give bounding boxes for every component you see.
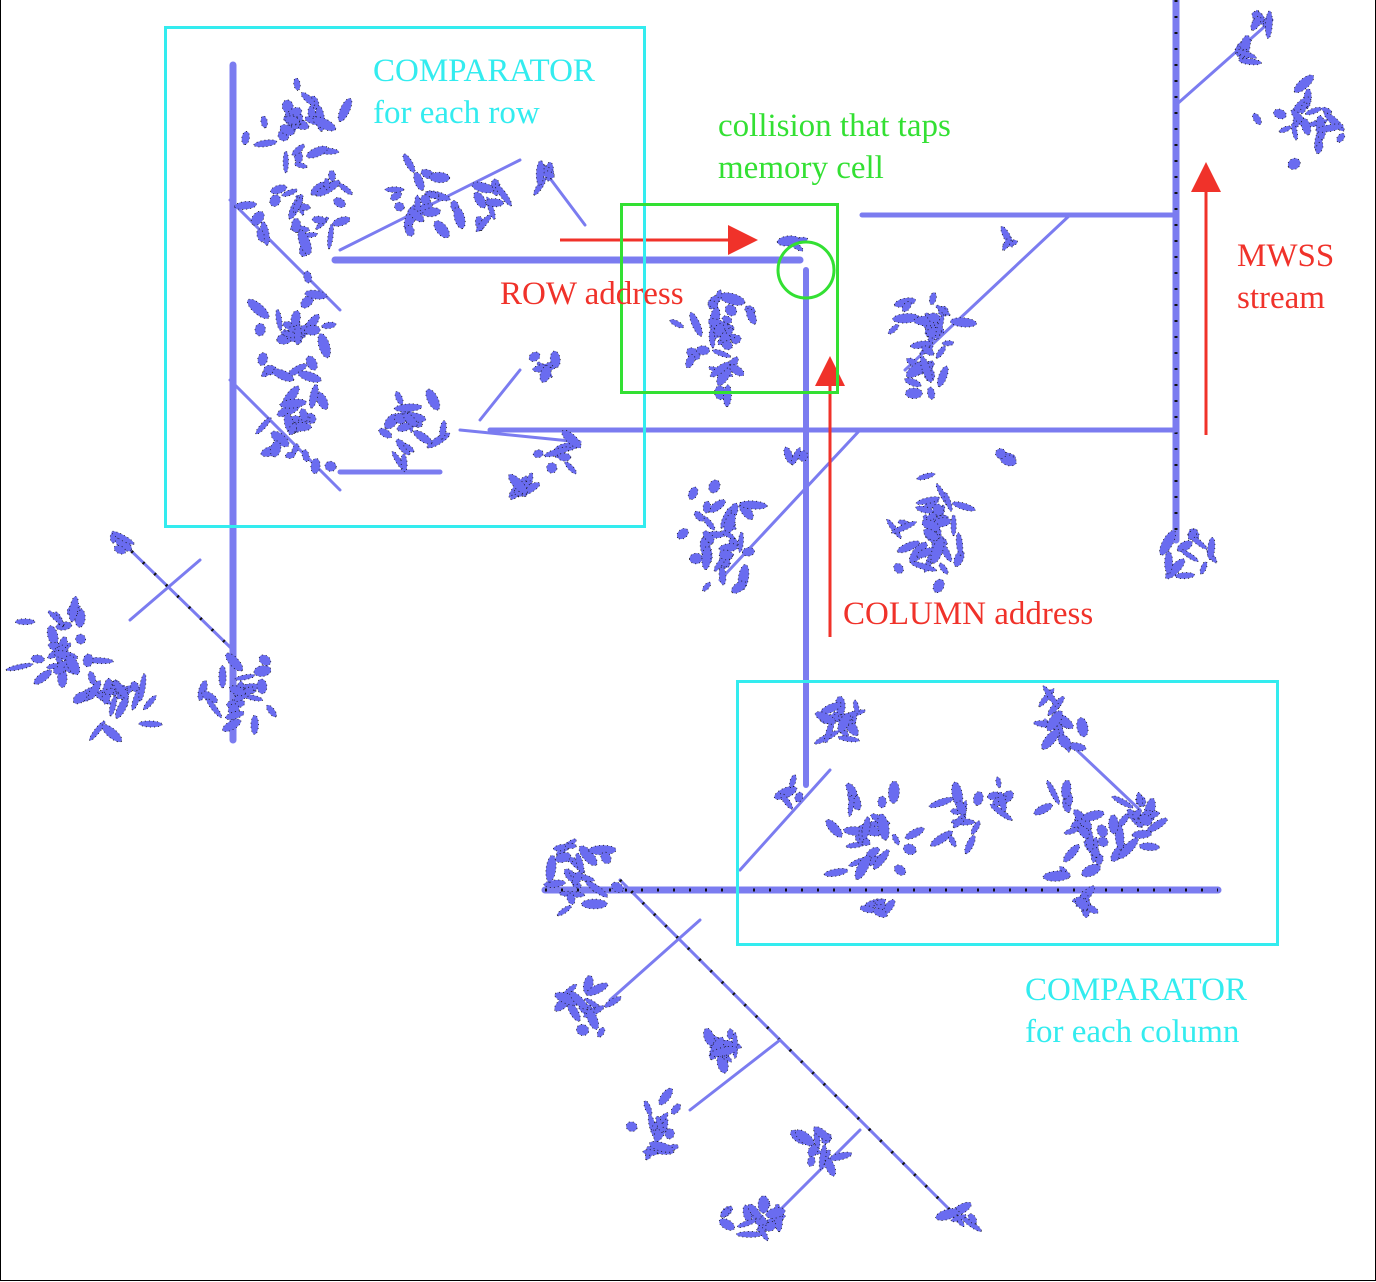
- lower-branch-2: [688, 1038, 782, 1112]
- column-comparator-title: COMPARATOR: [1025, 972, 1247, 1008]
- glider-cluster-34: [928, 781, 984, 855]
- collision-label: collision that taps memory cell: [718, 106, 951, 189]
- column-address-label: COLUMN address: [843, 596, 1094, 632]
- glider-cluster-10: [532, 429, 582, 475]
- glider-cluster-26: [1252, 74, 1346, 170]
- glider-cluster-12: [669, 289, 757, 361]
- lower-left-diagonal-2: [128, 558, 202, 622]
- glider-cluster-1: [241, 77, 353, 174]
- glider-cluster-29: [72, 670, 163, 743]
- column-comparator-diagonal-1: [738, 768, 832, 872]
- glider-cluster-27: [1159, 528, 1218, 580]
- row-comparator-diagonal-2: [478, 368, 522, 422]
- lower-left-diagonal: [118, 538, 235, 652]
- glider-cluster-42: [543, 838, 624, 917]
- glider-cluster-16: [1000, 225, 1019, 251]
- glider-cluster-23: [893, 519, 965, 594]
- glider-cluster-41: [773, 774, 804, 810]
- glider-cluster-32: [814, 695, 866, 745]
- row-comparator-label: COMPARATOR for each row: [373, 51, 595, 134]
- row-comparator-subtitle: for each row: [373, 94, 540, 131]
- glider-cluster-28: [5, 595, 114, 688]
- mwss-branch: [1174, 18, 1274, 107]
- glider-clusters: [5, 9, 1346, 1242]
- column-comparator-label: COMPARATOR for each column: [1025, 970, 1247, 1053]
- glider-cluster-6: [246, 270, 337, 377]
- glider-cluster-30: [109, 530, 135, 555]
- glider-cluster-43: [554, 975, 622, 1038]
- glider-cluster-31: [197, 652, 277, 735]
- glider-cluster-20: [689, 530, 750, 594]
- glider-cluster-7: [255, 364, 337, 474]
- glider-cluster-24: [1250, 9, 1274, 39]
- wire-lines: [118, 0, 1274, 1212]
- column-comparator-subtitle: for each column: [1025, 1013, 1240, 1050]
- lower-diagonal-signal: [618, 878, 952, 1212]
- memory-cell-box: [620, 203, 839, 394]
- collision-label-line1: collision that taps: [718, 108, 951, 144]
- glider-cluster-39: [859, 898, 896, 918]
- memory-cell-diagonal-1: [903, 213, 1072, 372]
- mwss-label: MWSS stream: [1237, 236, 1334, 319]
- column-comparator-box: [736, 680, 1279, 946]
- glider-cluster-8: [378, 388, 451, 473]
- row-comparator-title: COMPARATOR: [373, 53, 595, 89]
- glider-cluster-15: [887, 292, 978, 367]
- glider-cluster-37: [1126, 791, 1168, 852]
- glider-cluster-44: [625, 1087, 682, 1161]
- row-comparator-box: [164, 26, 646, 528]
- glider-cluster-22: [995, 448, 1017, 467]
- glider-cluster-45: [718, 1195, 786, 1242]
- glider-cluster-33: [823, 780, 925, 881]
- memory-cell-diagonal-2: [718, 428, 862, 582]
- lower-branch-1: [608, 918, 702, 1002]
- glider-cluster-4: [533, 160, 555, 196]
- glider-cluster-3: [384, 153, 451, 239]
- glider-cluster-11: [508, 472, 541, 501]
- row-comparator-diagonal-3: [458, 428, 582, 444]
- lower-branch-3: [778, 1128, 862, 1212]
- collision-circle: [776, 240, 836, 300]
- mwss-label-line2: stream: [1237, 279, 1325, 316]
- row-address-label: ROW address: [500, 276, 684, 312]
- glider-cluster-14: [685, 327, 745, 408]
- glider-cluster-35: [1033, 685, 1089, 753]
- glider-cluster-19: [783, 446, 809, 466]
- glider-cluster-40: [1071, 885, 1099, 919]
- glider-cluster-2: [234, 169, 353, 257]
- mwss-label-line1: MWSS: [1237, 238, 1335, 274]
- glider-cluster-46: [703, 1027, 742, 1074]
- row-comparator-diagonal-6: [228, 378, 342, 492]
- glider-cluster-48: [935, 1201, 982, 1233]
- glider-cluster-5: [450, 178, 513, 233]
- glider-cluster-17: [904, 340, 955, 400]
- collision-label-line2: memory cell: [718, 149, 884, 186]
- glider-cluster-38: [987, 776, 1014, 821]
- glider-cluster-36: [1033, 779, 1139, 882]
- glider-cluster-25: [1234, 34, 1262, 66]
- glider-cluster-47: [790, 1126, 853, 1177]
